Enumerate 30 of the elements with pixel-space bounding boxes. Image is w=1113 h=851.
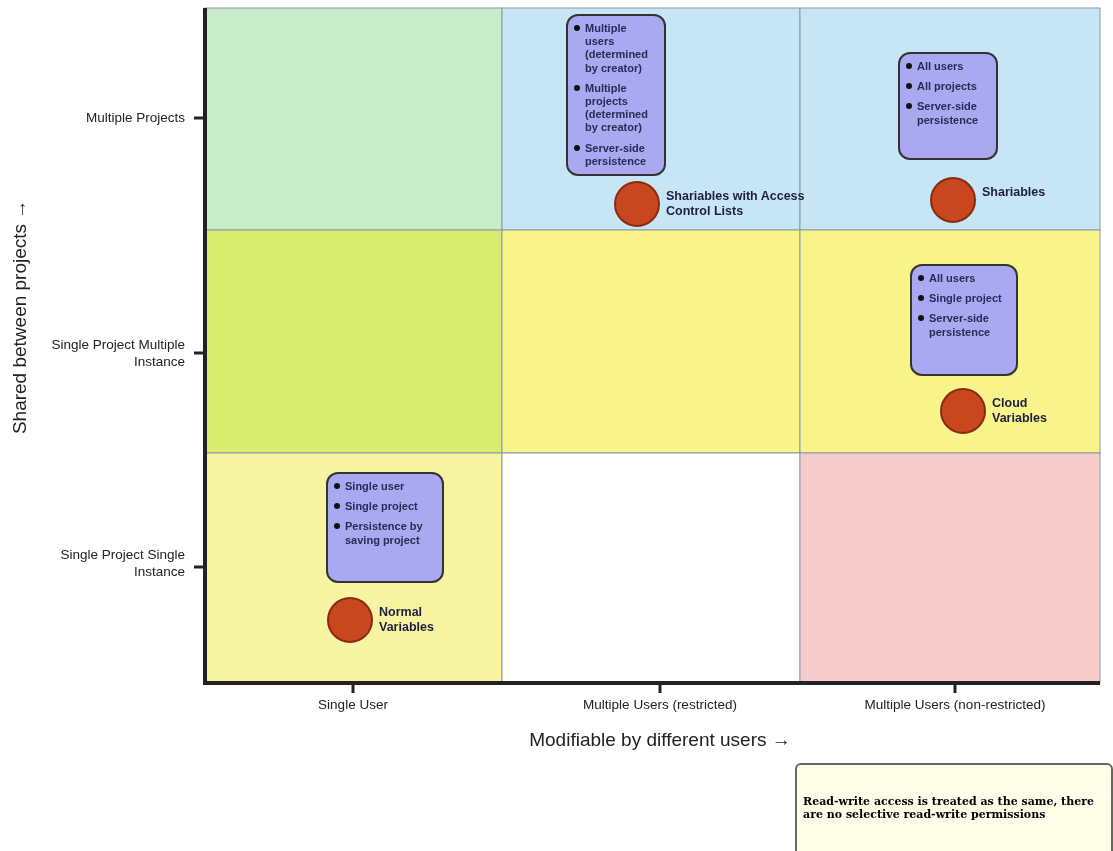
bullet-item: Single project — [345, 500, 418, 514]
row-label: Single Project Single Instance — [59, 547, 185, 581]
bullet-item: All users — [917, 60, 964, 74]
variable-type-label: Shariables — [982, 185, 1047, 200]
feature-list-box — [326, 472, 444, 583]
bullet-item: Multiple projects (determined by creator) — [585, 81, 649, 135]
bullet-item: Server-side persistence — [917, 100, 980, 127]
column-label: Single User — [317, 697, 389, 714]
variable-type-label: Shariables with Access Control Lists — [666, 189, 806, 219]
bullet-item: Multiple users (determined by creator) — [585, 22, 649, 75]
bullet-item: Single project — [929, 292, 1002, 306]
bullet-item: Persistence by saving project — [345, 520, 424, 547]
axis-title: Modifiable by different users → — [528, 728, 792, 752]
column-label: Multiple Users (non-restricted) — [863, 697, 1047, 714]
feature-list-box — [910, 264, 1018, 376]
column-label: Multiple Users (restricted) — [582, 697, 738, 714]
row-label: Multiple Projects — [84, 110, 185, 127]
note-box — [795, 763, 1113, 851]
row-label: Single Project Multiple Instance — [50, 337, 185, 371]
feature-list-box — [566, 14, 666, 176]
bullet-item: Single user — [345, 480, 405, 494]
bullet-item: Server-side persistence — [585, 141, 648, 168]
feature-list-box — [898, 52, 998, 160]
note-text: Read-write access is treated as the same, there are no selective read-write permissions — [803, 795, 1094, 821]
bullet-item: Server-side persistence — [929, 312, 992, 339]
variable-type-label: Normal Variables — [379, 605, 435, 635]
axis-title: Shared between projects → — [8, 198, 32, 437]
variable-type-label: Cloud Variables — [992, 396, 1048, 426]
bullet-item: All users — [929, 272, 976, 286]
bullet-item: All projects — [917, 80, 977, 94]
